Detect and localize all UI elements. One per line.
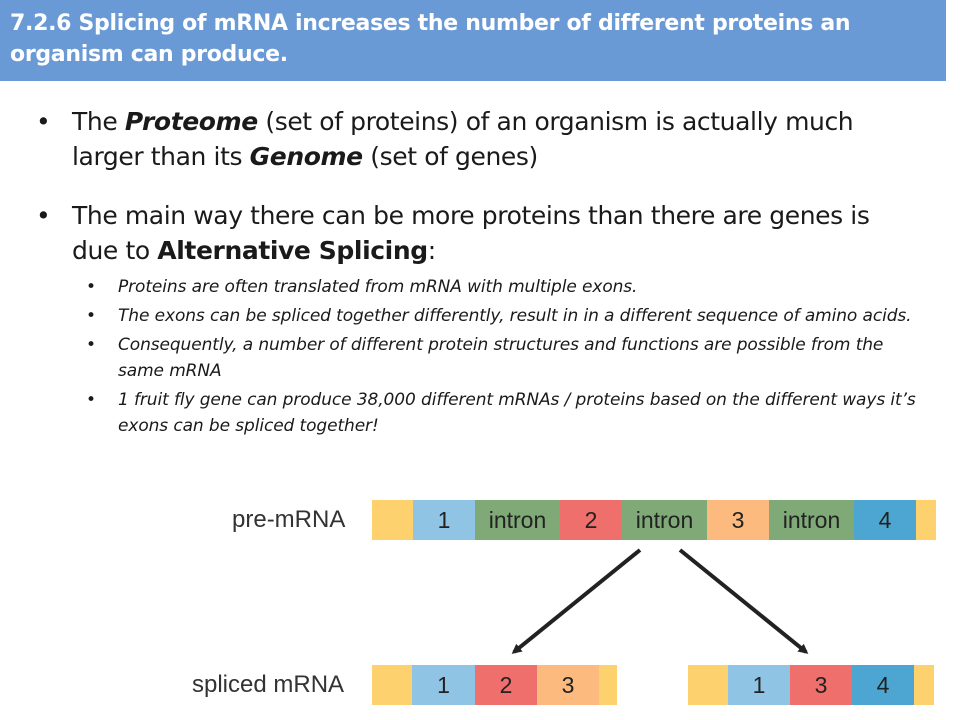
segment-label: 1 xyxy=(437,672,450,698)
splice-arrow-right xyxy=(678,548,809,654)
exon-segment xyxy=(852,665,914,705)
exon-segment xyxy=(707,500,769,540)
segment-label: intron xyxy=(783,507,841,533)
exon-segment xyxy=(537,665,599,705)
exon-segment xyxy=(790,665,852,705)
term-genome: Genome xyxy=(249,142,363,171)
sub-bullet: • Proteins are often translated from mRNA… xyxy=(72,274,916,300)
segment-label: 1 xyxy=(753,672,766,698)
segment-label: intron xyxy=(636,507,694,533)
sub-bullet-dot: • xyxy=(86,390,96,410)
exon-segment xyxy=(854,500,916,540)
slide-title-line-2: organism can produce. xyxy=(10,42,288,67)
term-proteome: Proteome xyxy=(124,107,258,136)
bullet-dot: • xyxy=(36,201,51,230)
exon-segment xyxy=(475,665,537,705)
splice-arrow-left xyxy=(511,548,642,654)
bullet-dot: • xyxy=(36,107,51,136)
slide-title: 7.2.6 Splicing of mRNA increases the num… xyxy=(10,8,936,70)
sub-bullet-text: Proteins are often translated from mRNA … xyxy=(118,277,638,297)
sub-bullet-text: Consequently, a number of different prot… xyxy=(118,335,884,381)
exon-segment xyxy=(412,665,475,705)
bullet-text: : xyxy=(427,236,436,265)
sub-bullet-dot: • xyxy=(86,335,96,355)
segment-label: 2 xyxy=(585,507,598,533)
intron-segment xyxy=(622,500,707,540)
intron-segment xyxy=(475,500,560,540)
exon-segment xyxy=(560,500,622,540)
segment-label: 3 xyxy=(815,672,828,698)
sub-bullet-text: The exons can be spliced together differ… xyxy=(118,306,912,326)
slide-title-line-1: 7.2.6 Splicing of mRNA increases the num… xyxy=(10,11,851,36)
bullet-alternative-splicing: • The main way there can be more protein… xyxy=(36,198,916,439)
sub-bullet: • The exons can be spliced together diffe… xyxy=(72,303,916,329)
segment-label: intron xyxy=(489,507,547,533)
spliced-mrna-strand-left: 1 2 3 xyxy=(372,665,617,705)
bullet-text: The main way there can be more proteins … xyxy=(72,201,870,265)
sub-bullet: • Consequently, a number of different pro… xyxy=(72,332,916,384)
utr-segment xyxy=(372,500,413,540)
pre-mrna-label: pre-mRNA xyxy=(232,506,345,533)
intron-segment xyxy=(769,500,854,540)
sub-bullet: • 1 fruit fly gene can produce 38,000 dif… xyxy=(72,387,916,439)
segment-label: 1 xyxy=(438,507,451,533)
sub-bullet-text: 1 fruit fly gene can produce 38,000 diff… xyxy=(118,390,916,436)
utr-segment xyxy=(599,665,617,705)
utr-segment xyxy=(916,500,936,540)
pre-mrna-strand: 1 intron 2 intron 3 intron 4 xyxy=(372,500,936,540)
splicing-diagram: pre-mRNA spliced mRNA 1 intron 2 intron 3 int… xyxy=(192,500,936,705)
title-bar: 7.2.6 Splicing of mRNA increases the num… xyxy=(0,0,946,81)
exon-segment xyxy=(728,665,790,705)
exon-segment xyxy=(413,500,475,540)
segment-label: 4 xyxy=(879,507,892,533)
segment-label: 4 xyxy=(877,672,890,698)
bullet-text: The xyxy=(72,107,125,136)
bullet-list: • The Proteome (set of proteins) of an o… xyxy=(36,104,916,442)
spliced-mrna-strand-right: 1 3 4 xyxy=(688,665,934,705)
segment-label: 3 xyxy=(562,672,575,698)
sub-bullet-dot: • xyxy=(86,306,96,326)
segment-label: 3 xyxy=(732,507,745,533)
term-alternative-splicing: Alternative Splicing xyxy=(157,236,428,265)
spliced-mrna-label: spliced mRNA xyxy=(192,671,344,698)
sub-bullet-list: • Proteins are often translated from mRNA… xyxy=(72,274,916,439)
segment-label: 2 xyxy=(500,672,513,698)
utr-segment xyxy=(372,665,412,705)
utr-segment xyxy=(688,665,728,705)
bullet-text: (set of genes) xyxy=(362,142,538,171)
bullet-proteome: • The Proteome (set of proteins) of an o… xyxy=(36,104,916,174)
bullet-text: (set of proteins) of an organism is actu… xyxy=(72,107,854,171)
sub-bullet-dot: • xyxy=(86,277,96,297)
utr-segment xyxy=(914,665,934,705)
